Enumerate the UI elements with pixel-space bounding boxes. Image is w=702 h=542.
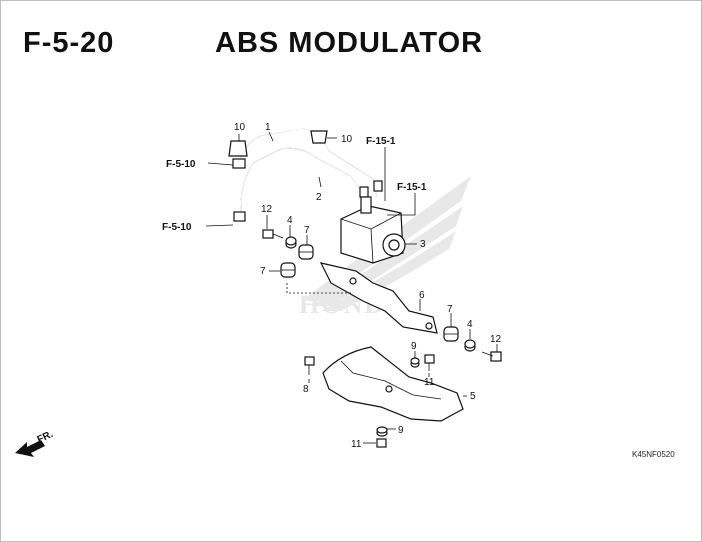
pipe-fitting-upper [232,158,246,169]
callout-2: 2 [316,192,322,203]
diagram-code: K45NF0520 [632,450,675,459]
callout-3: 3 [420,239,426,250]
cover-screw[interactable] [424,354,435,371]
brake-pipe-1[interactable] [238,128,378,198]
pipe-fitting-modulator-a [373,180,383,192]
grommet-washer[interactable] [376,426,388,437]
cover-screw[interactable] [376,438,387,448]
callout-12: 12 [261,204,273,215]
section-code: F-5-20 [23,27,115,59]
cover-mount-hole [385,385,393,393]
rubber-grommet[interactable] [443,326,459,342]
reference-f-15-1[interactable]: F-15-1 [366,136,396,147]
callout-4: 4 [287,215,293,226]
reference-f-15-1[interactable]: F-15-1 [397,182,427,193]
callout-7: 7 [447,304,453,315]
brake-pipe-2[interactable] [240,147,364,217]
callout-8: 8 [303,384,309,395]
callout-6: 6 [419,290,425,301]
callout-12: 12 [490,334,502,345]
leader-lines [205,131,498,444]
bracket-hole [425,322,433,330]
modulator-cover[interactable] [322,346,464,422]
callout-10: 10 [341,134,353,145]
abs-modulator-unit[interactable] [340,196,406,264]
special-screw[interactable] [304,356,315,375]
callout-11: 11 [351,439,362,450]
callout-5: 5 [470,391,476,402]
callout-4: 4 [467,319,473,330]
collar[interactable] [285,236,297,249]
rubber-grommet[interactable] [280,262,296,278]
page-title: ABS MODULATOR [215,27,484,59]
callout-10: 10 [234,122,246,133]
collar[interactable] [464,339,476,352]
pipe-clip-left[interactable] [228,140,248,157]
rubber-grommet[interactable] [298,244,314,260]
callout-1: 1 [265,122,271,133]
flange-bolt[interactable] [262,229,284,239]
callout-7: 7 [304,225,310,236]
direction-label: FR. [36,429,55,446]
bracket-hole [349,277,357,285]
callout-11: 11 [424,377,435,388]
front-arrow-icon [15,440,45,457]
callout-9: 9 [398,425,404,436]
pipe-clip-right[interactable] [310,130,328,144]
callout-9: 9 [411,341,417,352]
reference-f-5-10[interactable]: F-5-10 [162,222,192,233]
callout-7: 7 [260,266,266,277]
pipe-fitting-modulator-b [359,186,369,198]
grommet-washer[interactable] [410,357,420,368]
cover-edge-detail [340,360,442,400]
pipe-fitting-lower [233,211,246,222]
reference-f-5-10[interactable]: F-5-10 [166,159,196,170]
flange-bolt[interactable] [481,351,502,362]
